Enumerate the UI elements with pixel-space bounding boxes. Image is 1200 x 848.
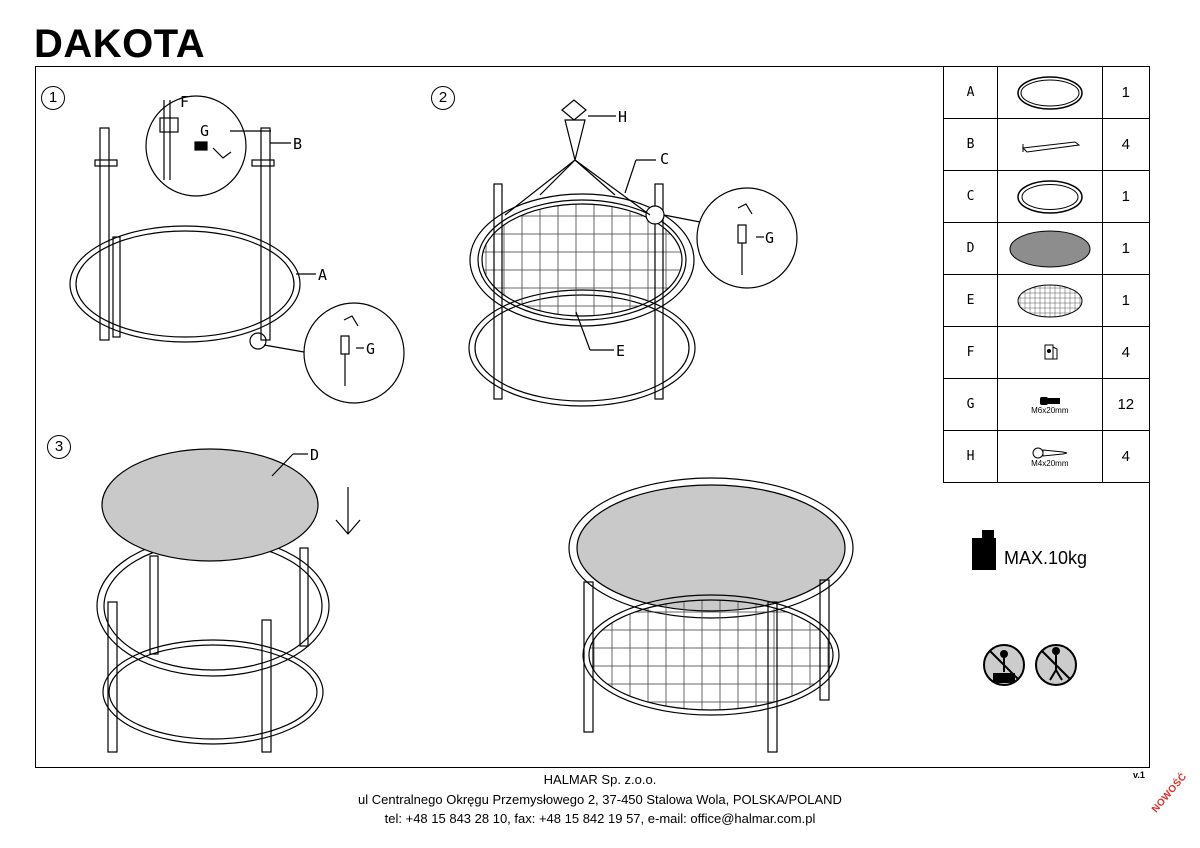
- step2-drawing: [468, 99, 798, 407]
- part-qty: 1: [1101, 170, 1151, 223]
- part-row-f: F 4: [942, 326, 1151, 379]
- part-qty: 4: [1101, 430, 1151, 483]
- label-a: A: [318, 266, 328, 284]
- ring-icon: [997, 170, 1103, 223]
- part-letter: A: [942, 66, 999, 119]
- part-letter: H: [942, 430, 999, 483]
- part-row-e: E 1: [942, 274, 1151, 327]
- bracket-icon: [997, 326, 1103, 379]
- label-b: B: [293, 135, 303, 153]
- parts-list: A 1 B 4 C 1 D 1 E 1 F 4 G M6x20mm 12 H M…: [942, 66, 1151, 483]
- part-letter: C: [942, 170, 999, 223]
- part-letter: G: [942, 378, 999, 431]
- step3-drawing: [96, 448, 854, 753]
- part-row-h: H M4x20mm 4: [942, 430, 1151, 483]
- glass-top-icon: [997, 222, 1103, 275]
- mesh-shelf-icon: [997, 274, 1103, 327]
- step-number-3: 3: [47, 435, 71, 459]
- max-load-label: MAX.10kg: [1004, 548, 1088, 568]
- product-title: DAKOTA: [34, 22, 206, 66]
- part-qty: 1: [1101, 66, 1151, 119]
- label-e: E: [616, 342, 626, 360]
- no-standing-icon: [983, 644, 1025, 686]
- weight-icon: [972, 530, 996, 570]
- footer-company: HALMAR Sp. z.o.o.: [543, 772, 657, 787]
- part-row-a: A 1: [942, 66, 1151, 119]
- part-qty: 4: [1101, 326, 1151, 379]
- part-letter: D: [942, 222, 999, 275]
- part-letter: B: [942, 118, 999, 171]
- part-qty: 12: [1101, 378, 1151, 431]
- part-size: M4x20mm: [1031, 459, 1069, 468]
- label-d: D: [310, 446, 320, 464]
- part-row-c: C 1: [942, 170, 1151, 223]
- part-letter: F: [942, 326, 999, 379]
- part-row-d: D 1: [942, 222, 1151, 275]
- label-c: C: [660, 150, 670, 168]
- step1-drawing: [69, 95, 405, 404]
- no-climbing-icon: [1035, 644, 1077, 686]
- label-g-step1a: G: [200, 122, 210, 140]
- instruction-frame: [35, 66, 1150, 768]
- step-number-2: 2: [431, 86, 455, 110]
- screw-icon: M4x20mm: [997, 430, 1103, 483]
- label-g-step1b: G: [366, 340, 376, 358]
- bolt-icon: M6x20mm: [997, 378, 1103, 431]
- version-label: v.1: [1133, 770, 1145, 780]
- footer-contact: tel: +48 15 843 28 10, fax: +48 15 842 1…: [384, 811, 816, 826]
- part-qty: 1: [1101, 222, 1151, 275]
- part-row-b: B 4: [942, 118, 1151, 171]
- part-qty: 1: [1101, 274, 1151, 327]
- part-size: M6x20mm: [1031, 406, 1069, 415]
- footer-address: ul Centralnego Okręgu Przemysłowego 2, 3…: [358, 792, 842, 807]
- label-h: H: [618, 108, 628, 126]
- ring-frame-icon: [997, 66, 1103, 119]
- part-letter: E: [942, 274, 999, 327]
- leg-icon: [997, 118, 1103, 171]
- label-g-step2: G: [765, 229, 775, 247]
- label-f: F: [180, 93, 190, 111]
- part-qty: 4: [1101, 118, 1151, 171]
- part-row-g: G M6x20mm 12: [942, 378, 1151, 431]
- step-number-1: 1: [41, 86, 65, 110]
